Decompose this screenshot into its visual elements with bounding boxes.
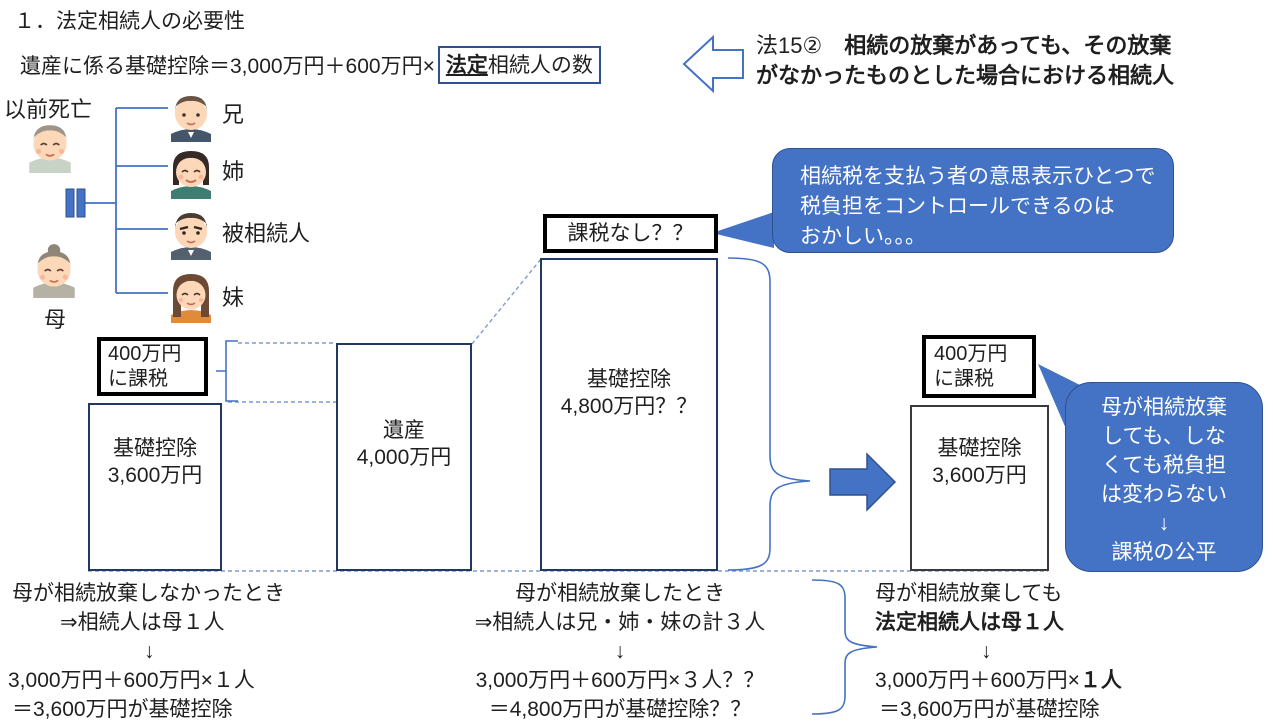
left-block-arrow-icon [682, 34, 744, 94]
law-15-2-note: 法15② 相続の放棄があっても、その放棄 がなかったものとした場合における相続人 [756, 31, 1174, 91]
note-no-renunciation: 母が相続放棄しなかったとき ⇒相続人は母１人 ↓ 3,000万円＋600万円×１… [8, 579, 285, 724]
note-left-line4: 3,000万円＋600万円×１人 [8, 669, 255, 692]
formula-prefix: 遺産に係る基礎控除＝3,000万円＋600万円× [20, 55, 435, 78]
note-right-line4-normal: 3,000万円＋600万円× [875, 669, 1080, 692]
right-taxed-amount-box: 400万円 に課税 [922, 335, 1036, 398]
formula-boxed-bold: 法定 [445, 54, 488, 77]
grandfather-avatar-icon [29, 125, 71, 173]
callout-right-line4: は変わらない [1101, 483, 1227, 506]
callout-top-line3: おかしい。。。 [800, 225, 926, 248]
left-taxed-amount-box: 400万円 に課税 [97, 337, 208, 396]
right-deduction-line2: 3,600万円 [932, 464, 1027, 487]
decedent-avatar-icon [171, 213, 211, 260]
left-deduction-line1: 基礎控除 [113, 437, 197, 460]
note-middle-line3: ↓ [614, 640, 626, 663]
note-left-line5: ＝3,600万円が基礎控除 [12, 698, 233, 721]
callout-right-line6: 課税の公平 [1111, 541, 1217, 564]
left-deduction-bar: 基礎控除 3,600万円 [88, 403, 222, 571]
mother-label: 母 [44, 307, 67, 332]
callout-right-line5: ↓ [1158, 512, 1170, 535]
estate-line1: 遺産 [383, 419, 425, 442]
callout-tax-control: 相続税を支払う者の意思表示ひとつで 税負担をコントロールできるのは おかしい。。… [772, 148, 1174, 253]
note-right-line1: 母が相続放棄しても [875, 582, 1063, 605]
right-taxed-line2: に課税 [934, 367, 994, 390]
left-taxed-line1: 400万円 [108, 342, 182, 365]
callout-top-line1: 相続税を支払う者の意思表示ひとつで [800, 165, 1156, 188]
child-label-sister: 姉 [222, 159, 245, 184]
callout-tax-fairness: 母が相続放棄 しても、しな くても税負担 は変わらない ↓ 課税の公平 [1065, 382, 1263, 572]
right-transform-arrow-icon [829, 452, 897, 512]
left-deduction-line2: 3,600万円 [107, 464, 203, 487]
note-left-line1: 母が相続放棄しなかったとき [12, 582, 285, 605]
callout-right-line1: 母が相続放棄 [1101, 396, 1227, 419]
note-right-line3: ↓ [981, 640, 992, 663]
brace-right-large [727, 257, 811, 571]
formula-boxed-rest: 相続人の数 [487, 54, 593, 77]
law-note-line1: 法15② 相続の放棄があっても、その放棄 [756, 33, 1172, 58]
sister-avatar-icon [171, 151, 211, 199]
estate-bar: 遺産 4,000万円 [336, 343, 472, 571]
callout-top-line2: 税負担をコントロールできるのは [800, 195, 1115, 218]
marriage-bars-icon [65, 188, 86, 218]
note-middle-line1: 母が相続放棄したとき [515, 582, 725, 605]
predeceased-label: 以前死亡 [4, 97, 93, 122]
right-deduction-bar: 基礎控除 3,600万円 [910, 405, 1049, 571]
note-right-line4-bold: １人 [1079, 669, 1122, 692]
callout-right-line2: しても、しな [1102, 425, 1226, 448]
estate-line2: 4,000万円 [356, 446, 452, 469]
note-middle-line5: ＝4,800万円が基礎控除？？ [488, 698, 752, 721]
callout-right-line3: くても税負担 [1101, 454, 1227, 477]
note-middle-line2: ⇒相続人は兄・姉・妹の計３人 [474, 611, 766, 634]
family-tree-lines [84, 107, 168, 294]
note-right-line2: 法定相続人は母１人 [875, 611, 1064, 634]
dashed-guides [88, 258, 1048, 572]
basic-deduction-formula: 遺産に係る基礎控除＝3,000万円＋600万円× 法定相続人の数 [20, 46, 601, 84]
right-deduction-line1: 基礎控除 [937, 437, 1022, 460]
callout-top-tail [712, 212, 774, 248]
law-ref: 法15② [756, 33, 823, 58]
law-note-line2: がなかったものとした場合における相続人 [756, 63, 1175, 88]
brother-avatar-icon [171, 96, 211, 142]
note-legal-heirs: 母が相続放棄しても 法定相続人は母１人 ↓ 3,000万円＋600万円×１人 ＝… [875, 579, 1122, 724]
formula-heirs-box: 法定相続人の数 [437, 46, 601, 84]
child-label-decedent: 被相続人 [222, 221, 311, 246]
note-renunciation: 母が相続放棄したとき ⇒相続人は兄・姉・妹の計３人 ↓ 3,000万円＋600万… [408, 579, 832, 724]
no-tax-label: 課税なし？？ [567, 222, 694, 245]
note-middle-line4: 3,000万円＋600万円×３人？？ [475, 669, 765, 692]
right-taxed-line1: 400万円 [934, 342, 1008, 365]
middle-deduction-line2: 4,800万円？？ [560, 395, 698, 418]
page-title: １．法定相続人の必要性 [14, 10, 245, 33]
child-label-brother: 兄 [222, 102, 245, 127]
mother-avatar-icon [33, 244, 75, 298]
child-label-younger-sister: 妹 [222, 285, 245, 310]
younger-sister-avatar-icon [171, 274, 211, 323]
note-left-line2: ⇒相続人は母１人 [60, 611, 225, 634]
no-tax-box: 課税なし？？ [543, 214, 718, 253]
note-right-line5: ＝3,600万円が基礎控除 [879, 698, 1100, 721]
middle-deduction-bar: 基礎控除 4,800万円？？ [540, 258, 718, 571]
brace-right-small [811, 579, 878, 715]
left-taxed-line2: に課税 [108, 367, 168, 390]
middle-deduction-line1: 基礎控除 [587, 368, 671, 391]
note-right-line4: 3,000万円＋600万円×１人 [875, 666, 1122, 695]
note-left-line3: ↓ [144, 640, 155, 663]
gap-bracket [216, 340, 238, 402]
